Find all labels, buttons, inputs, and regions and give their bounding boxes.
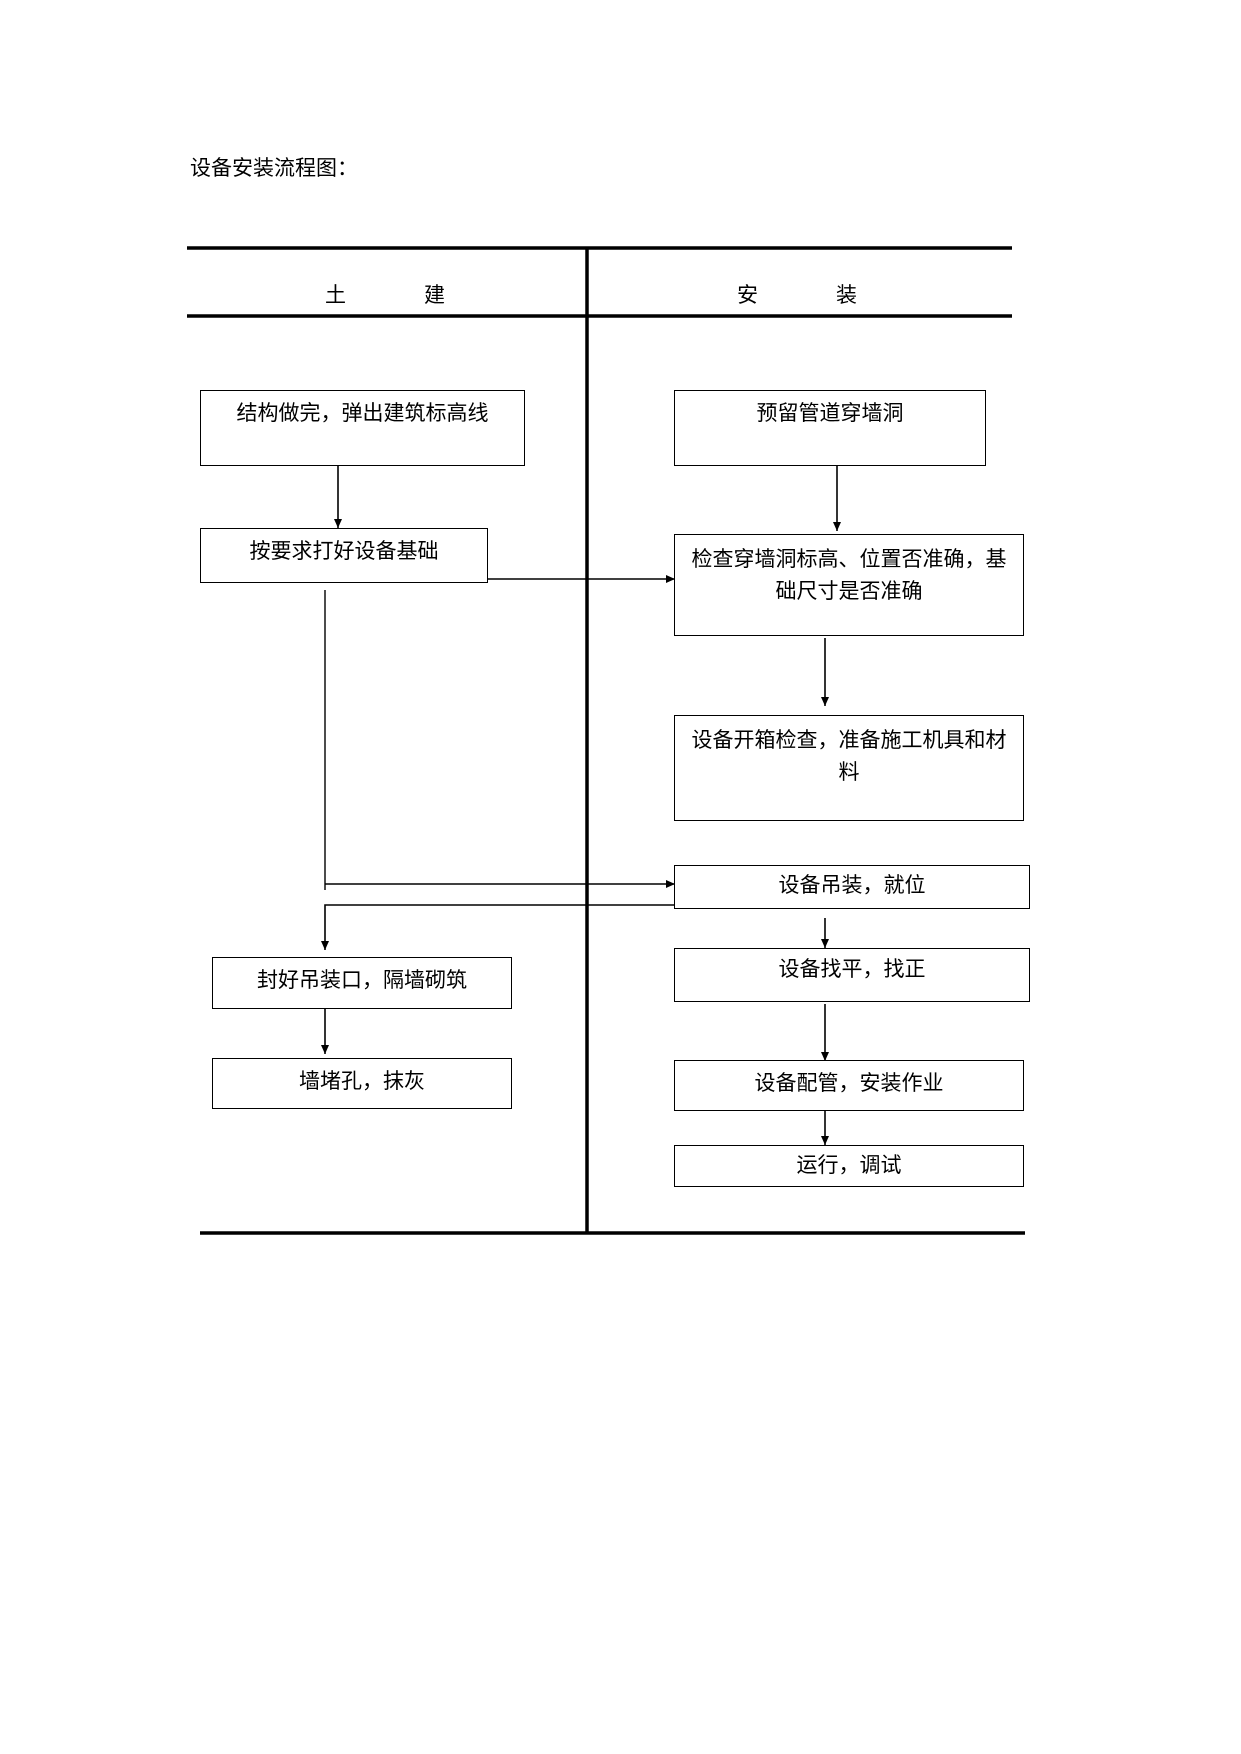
step-piping: 设备配管，安装作业 xyxy=(674,1060,1024,1111)
page-title: 设备安装流程图： xyxy=(190,156,358,180)
step-level-align: 设备找平，找正 xyxy=(674,948,1030,1002)
step-unpack-check: 设备开箱检查，准备施工机具和材料 xyxy=(674,715,1024,821)
col-head-left-1: 土 xyxy=(325,283,346,307)
step-hoist-position: 设备吊装，就位 xyxy=(674,865,1030,909)
col-head-right-2: 装 xyxy=(836,283,857,307)
step-reserve-holes: 预留管道穿墙洞 xyxy=(674,390,986,466)
step-plaster: 墙堵孔，抹灰 xyxy=(212,1058,512,1109)
step-seal-opening: 封好吊装口，隔墙砌筑 xyxy=(212,957,512,1009)
step-structure-done: 结构做完，弹出建筑标高线 xyxy=(200,390,525,466)
step-check-holes: 检查穿墙洞标高、位置否准确，基础尺寸是否准确 xyxy=(674,534,1024,636)
col-head-right-1: 安 xyxy=(737,283,758,307)
step-foundation: 按要求打好设备基础 xyxy=(200,528,488,583)
arrow-r4-l3 xyxy=(321,904,675,950)
col-head-left-2: 建 xyxy=(424,283,445,307)
step-run-test: 运行，调试 xyxy=(674,1145,1024,1187)
